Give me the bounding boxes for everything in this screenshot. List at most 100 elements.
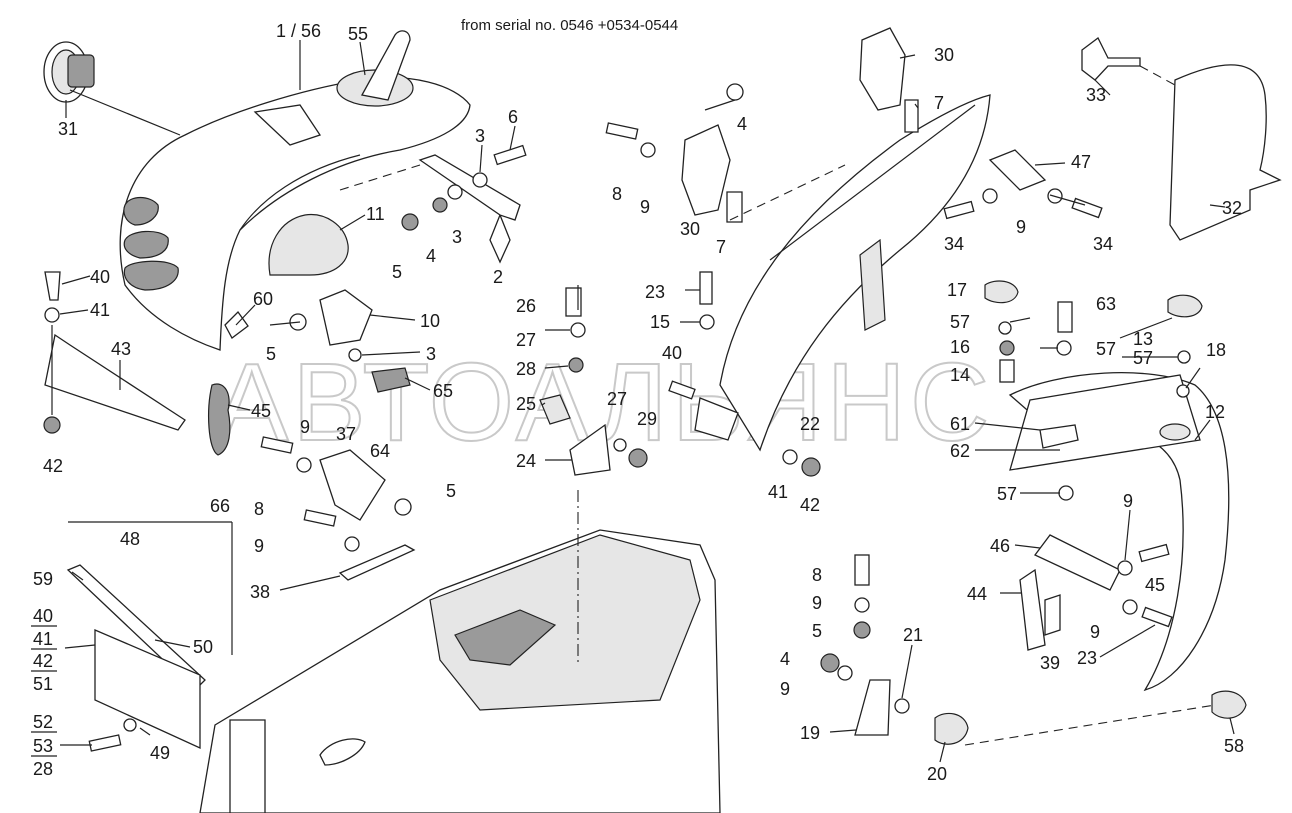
callout-42: 42 [33,651,53,671]
callout-7: 7 [934,93,944,113]
callout-1-56: 1 / 56 [276,21,321,41]
fender-12 [1008,372,1230,692]
callout-27: 27 [516,330,536,350]
panel-49 [94,629,201,750]
callout-49: 49 [150,743,170,763]
serial-note: from serial no. 0546 +0534-0544 [461,17,678,34]
callout-32: 32 [1222,198,1242,218]
callout-17: 17 [947,280,967,300]
callout-11: 11 [366,204,385,224]
callout-2: 2 [493,267,503,287]
callout-45: 45 [251,401,271,421]
nut-4c [820,653,840,673]
nut-5d [853,621,871,639]
callout-53: 53 [33,736,53,756]
washer-9c [640,142,656,158]
nut-42a [43,416,61,434]
callout-13: 13 [1133,329,1153,349]
callout-3: 3 [475,126,485,146]
callout-3: 3 [452,227,462,247]
callout-37: 37 [336,424,356,444]
callout-7: 7 [716,237,726,257]
bolt-40a [44,271,61,301]
callout-40: 40 [33,606,53,626]
callout-3: 3 [426,344,436,364]
callout-9: 9 [812,593,822,613]
hinge-30a [859,27,906,111]
washer-52 [123,718,137,732]
callout-43: 43 [111,339,131,359]
knob-17 [984,280,1019,304]
washer-57c [1177,350,1191,364]
callout-5: 5 [266,344,276,364]
callout-8: 8 [612,184,622,204]
bracket-7b [726,191,743,223]
callout-4: 4 [426,246,436,266]
callout-38: 38 [250,582,270,602]
hinge-10 [319,289,373,346]
bolt-8a [303,509,337,527]
callout-48: 48 [120,529,140,549]
bracket-47 [988,149,1047,191]
callout-21: 21 [903,625,923,645]
washer-9a [296,457,312,473]
bracket-24 [569,423,611,476]
callout-46: 46 [990,536,1010,556]
washer-57b [1056,340,1072,356]
callout-41: 41 [768,482,788,502]
exhaust-cap [336,30,414,107]
bolt-8c [854,554,870,586]
callout-30: 30 [680,219,700,239]
callout-62: 62 [950,441,970,461]
callout-59: 59 [33,569,53,589]
callout-31: 31 [58,119,78,139]
callout-58: 58 [1224,736,1244,756]
washer-41c [782,449,798,465]
nut-42c [801,457,821,477]
callout-8: 8 [812,565,822,585]
callout-9: 9 [780,679,790,699]
washer-41a [44,307,60,323]
callout-22: 22 [800,414,820,434]
bolt-23b [1141,606,1173,628]
chassis-frame [199,529,721,813]
panel-32 [1169,64,1282,241]
callout-57: 57 [1096,339,1116,359]
callout-47: 47 [1071,152,1091,172]
callout-10: 10 [420,311,440,331]
callout-9: 9 [254,536,264,556]
washer-3c [348,348,362,362]
bracket-19 [854,679,891,736]
bolt-40c [668,380,696,400]
callout-9: 9 [1016,217,1026,237]
callout-41: 41 [90,300,110,320]
knob-13 [1167,294,1203,318]
callout-34: 34 [944,234,964,254]
callout-23: 23 [645,282,665,302]
bumper-65 [371,367,411,393]
callout-60: 60 [253,289,273,309]
callout-28: 28 [516,359,536,379]
callout-4: 4 [737,114,747,134]
callout-9: 9 [1090,622,1100,642]
callout-57: 57 [1133,348,1153,368]
callout-52: 52 [33,712,53,732]
callout-19: 19 [800,723,820,743]
callout-65: 65 [433,381,453,401]
callout-34: 34 [1093,234,1113,254]
callout-16: 16 [950,337,970,357]
bracket-44 [1019,568,1046,651]
mount-25 [539,394,571,425]
callout-5: 5 [392,262,402,282]
washer-3a [472,172,488,188]
callout-63: 63 [1096,294,1116,314]
bracket-38 [338,544,416,581]
bolt-9a [260,436,294,454]
callout-42: 42 [43,456,63,476]
callout-41: 41 [33,629,53,649]
callout-51: 51 [33,674,53,694]
callout-64: 64 [370,441,390,461]
callout-9: 9 [300,417,310,437]
